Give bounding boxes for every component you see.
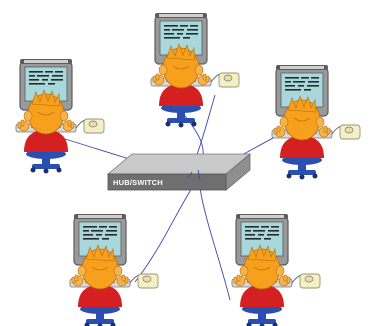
hub-switch: HUB/SWITCH	[108, 154, 250, 190]
computer-top	[151, 13, 239, 128]
computer-lower-left	[70, 214, 158, 326]
computer-lower-right	[232, 214, 320, 326]
cable-lower-left	[135, 188, 192, 282]
hub-label: HUB/SWITCH	[113, 178, 163, 187]
computer-upper-left	[16, 59, 104, 174]
computer-upper-right	[272, 65, 360, 180]
hub-top-face	[108, 154, 250, 174]
cable-lower-right	[200, 188, 230, 300]
